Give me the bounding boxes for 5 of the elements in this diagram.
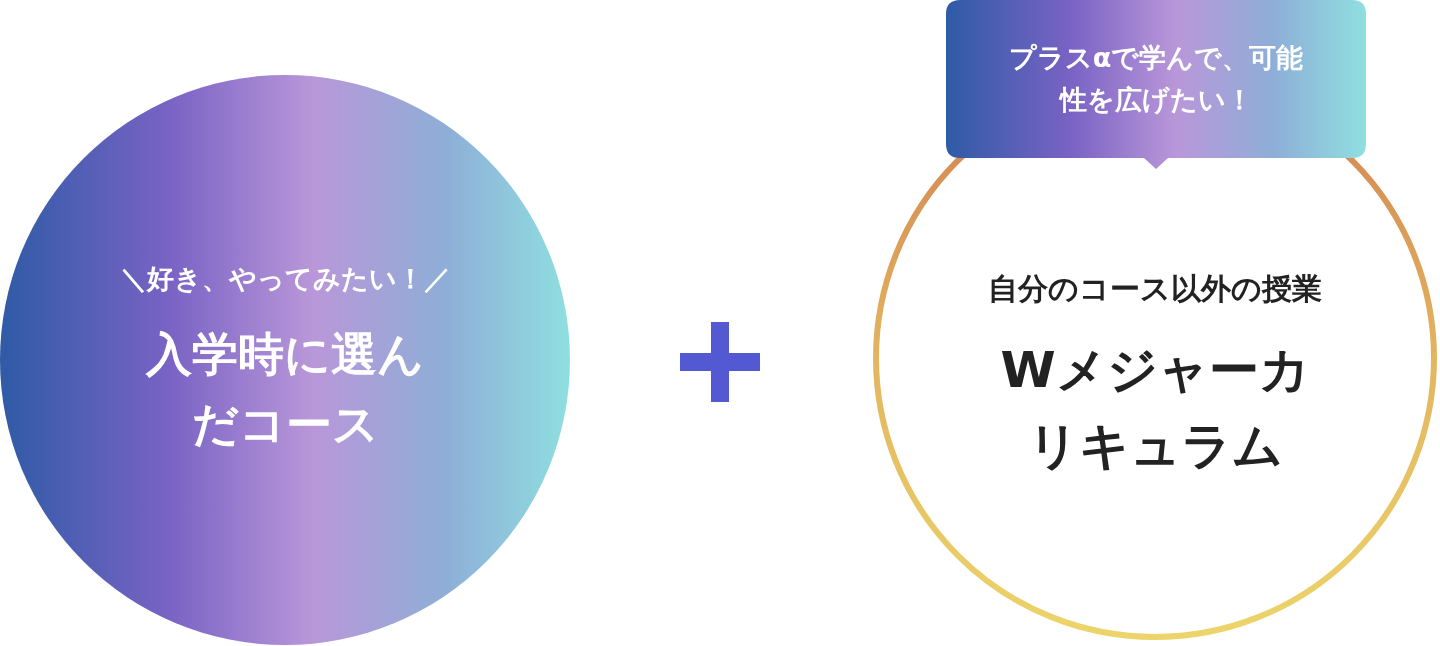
course-title: 入学時に選んだコース	[144, 326, 425, 453]
bubble-text: プラスαで学んで、可能性を広げたい！	[1007, 41, 1305, 117]
subtitle-text: 自分のコース以外の授業	[988, 269, 1322, 308]
tagline-text: ＼好き、やってみたい！／	[119, 262, 451, 296]
curriculum-title: Wメジャーカリキュラム	[999, 339, 1311, 477]
